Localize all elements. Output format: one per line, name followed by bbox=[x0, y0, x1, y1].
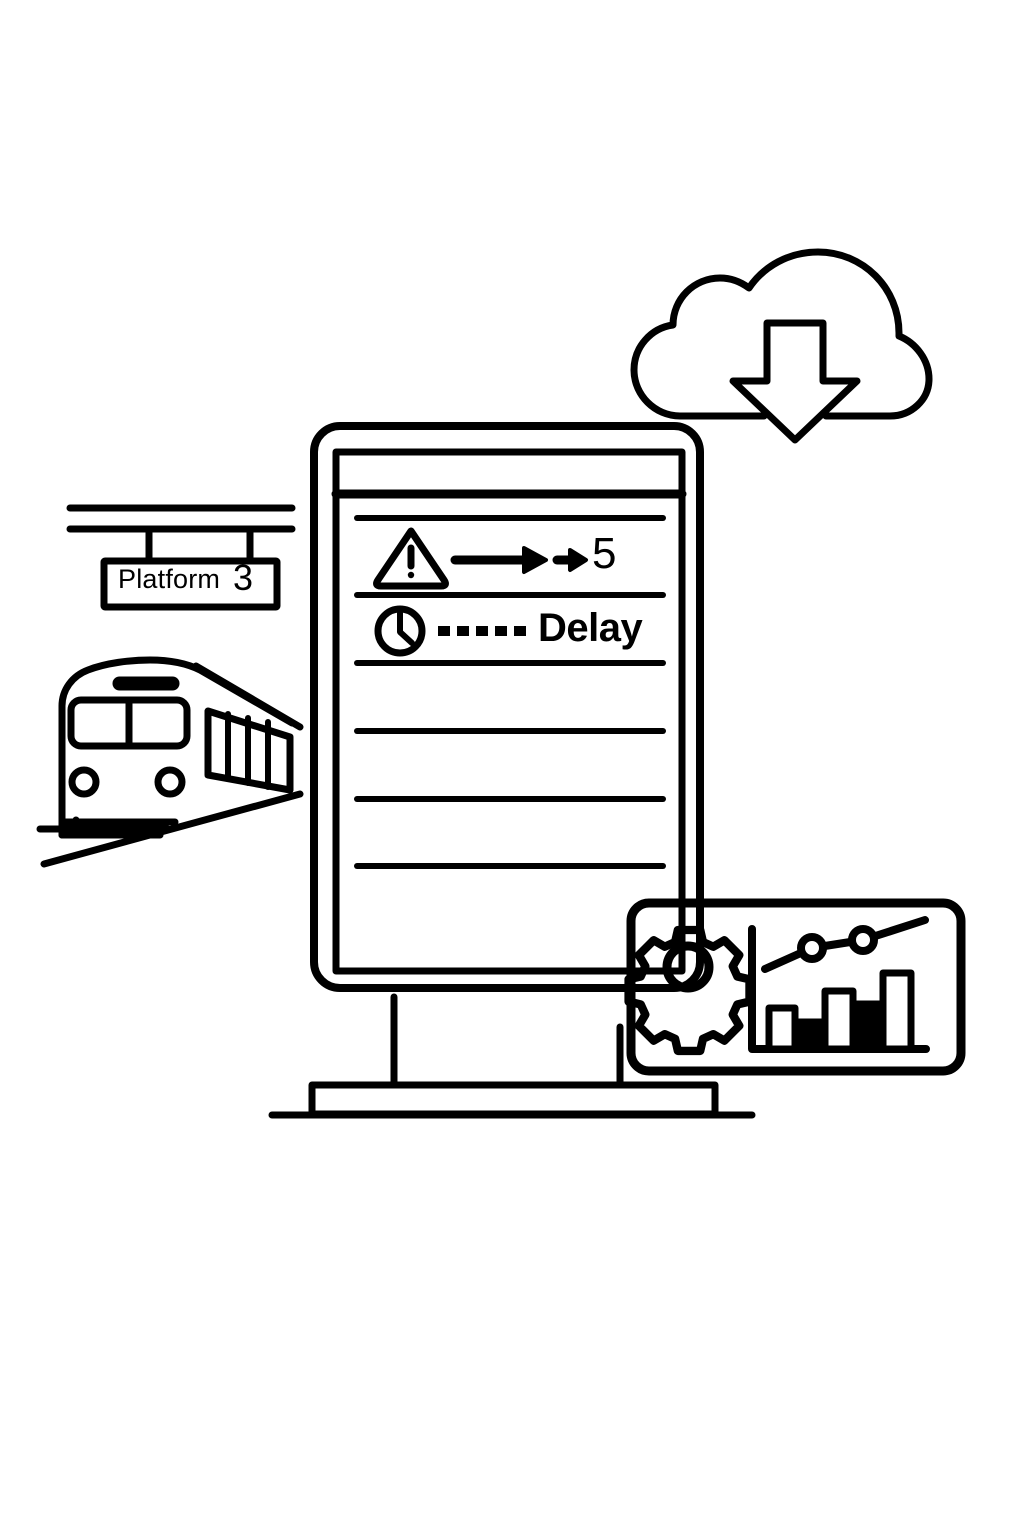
delay-row-value: Delay bbox=[538, 606, 643, 650]
platform-sign-box bbox=[100, 557, 281, 611]
train-icon bbox=[36, 656, 304, 868]
kiosk-outer-frame bbox=[310, 422, 704, 992]
cloud-download-icon bbox=[630, 248, 933, 444]
short-arrow-right-icon bbox=[552, 548, 588, 572]
kiosk-row-dividers bbox=[354, 515, 666, 869]
gear-icon bbox=[624, 925, 754, 1056]
platform-sign-number: 3 bbox=[233, 557, 254, 598]
alert-row-value: 5 bbox=[592, 529, 617, 578]
kiosk-stand bbox=[268, 993, 756, 1119]
long-arrow-right-icon bbox=[450, 546, 548, 574]
bar-line-chart-icon bbox=[748, 916, 930, 1053]
platform-sign-label: Platform bbox=[118, 564, 221, 594]
clock-icon bbox=[374, 605, 426, 657]
platform-canopy bbox=[66, 504, 296, 565]
kiosk-screen bbox=[331, 448, 687, 975]
warning-triangle-icon bbox=[373, 527, 449, 590]
